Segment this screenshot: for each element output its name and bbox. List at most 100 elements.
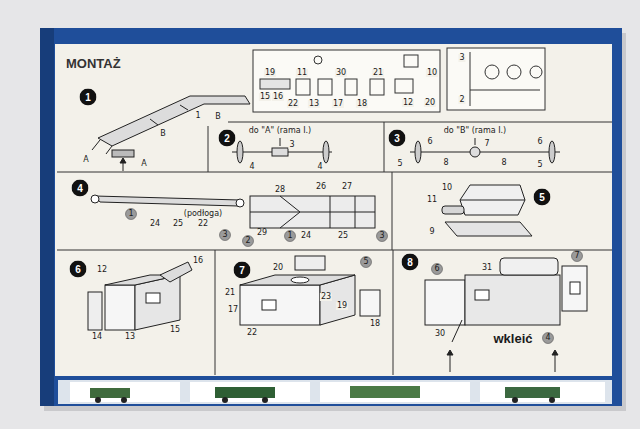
label-text: 10 <box>427 68 437 77</box>
label-text: 7 <box>571 250 583 262</box>
part-number: 21 <box>372 69 384 77</box>
label-text: (podłoga) <box>184 209 222 218</box>
final-assembly <box>452 320 462 342</box>
part-number: A <box>140 160 147 168</box>
sprue-frame <box>314 56 322 64</box>
bottom-strip <box>480 382 605 402</box>
step-reference-circle <box>126 209 137 220</box>
chassis-top-view <box>250 196 375 228</box>
rear-axle <box>470 147 480 157</box>
front-axle <box>323 141 329 163</box>
step-reference: 6 <box>431 263 443 275</box>
part-number: 8 <box>442 159 449 167</box>
label-text: 19 <box>265 68 275 77</box>
body-assembly <box>295 256 325 270</box>
part-number: 14 <box>91 333 103 341</box>
sprue-frame <box>395 79 413 93</box>
instruction-note: wkleić <box>492 332 533 345</box>
label-text: 4 <box>542 332 554 344</box>
part-number: 15 <box>169 326 181 334</box>
final-assembly <box>552 350 558 355</box>
label-text: 7 <box>484 139 489 148</box>
part-number: A <box>82 156 89 164</box>
sprue-frame <box>253 48 545 112</box>
bottom-strip <box>58 380 612 404</box>
chassis-top-view <box>355 196 356 228</box>
bottom-strip <box>58 380 612 404</box>
label-text: 13 <box>125 332 135 341</box>
label-text: 3 <box>459 53 464 62</box>
label-text: 29 <box>257 228 267 237</box>
part-number: 15 <box>259 93 271 101</box>
part-number: 24 <box>149 220 161 228</box>
chassis-frame <box>98 96 250 146</box>
part-number: 4 <box>316 163 323 171</box>
label-text: B <box>215 112 221 121</box>
label-text: 17 <box>333 99 343 108</box>
box-blue-frame <box>40 28 622 406</box>
front-axle <box>280 138 281 146</box>
bottom-strip <box>190 382 310 402</box>
panel-divider <box>393 250 394 375</box>
step-number: 2 <box>219 130 236 147</box>
label-text: do "B" (rama I.) <box>444 126 506 135</box>
sprue-frame <box>370 79 384 95</box>
step-reference: 1 <box>284 230 296 242</box>
part-number: 1 <box>194 112 201 120</box>
label-text: 4 <box>317 162 322 171</box>
bottom-strip <box>512 397 518 403</box>
part-number: 22 <box>197 220 209 228</box>
cabin-assembly <box>88 262 192 330</box>
part-number: 26 <box>315 183 327 191</box>
bottom-strip <box>505 387 560 398</box>
part-number: 10 <box>441 184 453 192</box>
panel-divider <box>57 172 612 173</box>
label-text: 6 <box>427 137 432 146</box>
label-text: 16 <box>193 256 203 265</box>
front-axle <box>237 141 243 163</box>
part-number: 20 <box>272 264 284 272</box>
tank-assembly <box>445 222 532 236</box>
part-number: 5 <box>536 161 543 169</box>
sprue-frame <box>253 50 440 112</box>
part-number: 8 <box>500 159 507 167</box>
label-text: do "A" (rama I.) <box>249 126 311 135</box>
sheet-title: MONTAŻ <box>66 56 121 71</box>
label-text: 22 <box>288 99 298 108</box>
step-reference-circle <box>572 251 583 262</box>
chassis-frame <box>180 105 188 110</box>
step-reference-circle <box>361 257 372 268</box>
bottom-strip <box>70 382 180 402</box>
part-number: 21 <box>224 289 236 297</box>
front-axle <box>272 148 288 156</box>
tank-assembly <box>460 200 525 201</box>
sprue-frame <box>507 65 521 79</box>
box-edge <box>40 28 54 406</box>
cabin-assembly <box>146 293 160 303</box>
label-text: 15 <box>260 92 270 101</box>
step-number: 3 <box>389 130 406 147</box>
final-assembly <box>500 258 558 275</box>
label-text: 3 <box>376 230 388 242</box>
step-reference-circle <box>432 264 443 275</box>
chassis-top-view <box>330 196 331 228</box>
step-circle <box>389 130 406 147</box>
panel-divider <box>57 250 612 251</box>
bottom-strip <box>350 386 420 398</box>
rear-axle <box>410 138 560 163</box>
label-text: 27 <box>342 182 352 191</box>
final-assembly <box>425 280 465 325</box>
label-text: 25 <box>338 231 348 240</box>
label-text: 8 <box>501 158 506 167</box>
part-number: 12 <box>96 266 108 274</box>
part-number: 29 <box>256 229 268 237</box>
step-circle <box>219 130 236 147</box>
label-text: 22 <box>247 328 257 337</box>
label-text: 19 <box>337 301 347 310</box>
step-reference: 3 <box>376 230 388 242</box>
chassis-side-view <box>91 195 99 203</box>
sprue-frame <box>470 90 540 91</box>
part-number: 13 <box>308 100 320 108</box>
sprue-frame <box>485 65 499 79</box>
label-text: 24 <box>301 231 311 240</box>
